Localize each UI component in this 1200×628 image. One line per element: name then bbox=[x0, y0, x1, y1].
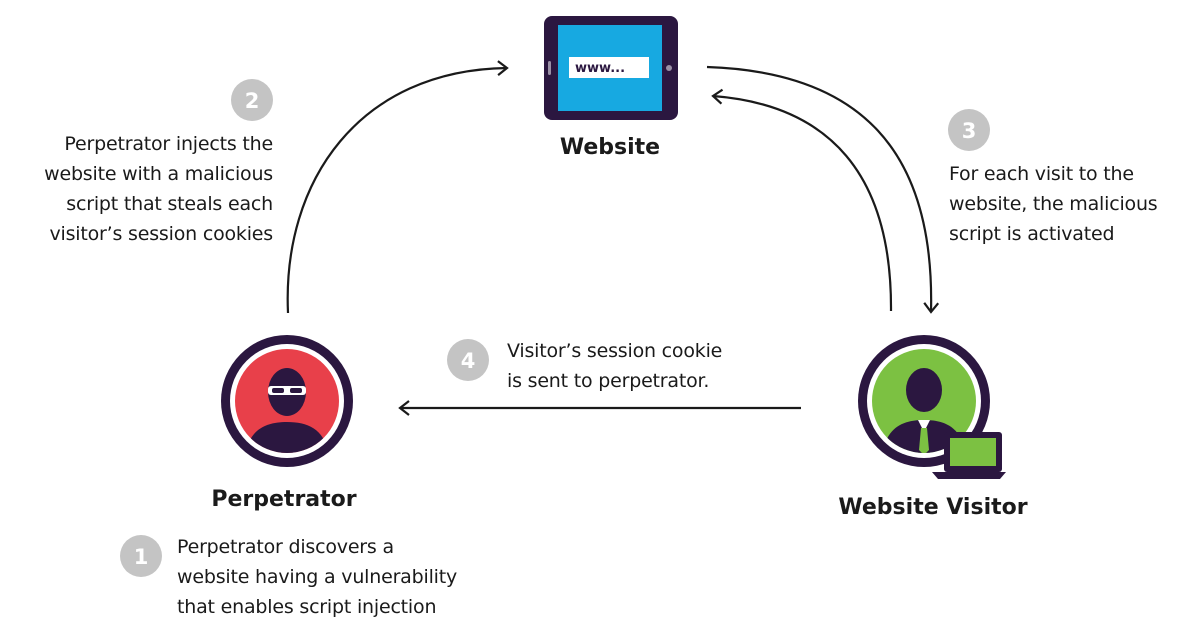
step-4-text: Visitor’s session cookie is sent to perp… bbox=[507, 340, 723, 392]
business-user-laptop-icon bbox=[858, 335, 1006, 479]
website-visitor-label: Website Visitor bbox=[838, 495, 1028, 520]
svg-text:1: 1 bbox=[134, 545, 149, 569]
step-1-text: Perpetrator discovers a website having a… bbox=[177, 536, 458, 618]
step-3-text: For each visit to the website, the malic… bbox=[949, 163, 1158, 245]
step-badge-1: 1 bbox=[120, 535, 162, 577]
svg-text:4: 4 bbox=[461, 349, 476, 373]
svg-text:3: 3 bbox=[962, 119, 977, 143]
step-badge-2: 2 bbox=[231, 79, 273, 121]
website-label: Website bbox=[559, 135, 661, 160]
inject-arrow bbox=[286, 60, 509, 314]
step-badge-3: 3 bbox=[948, 109, 990, 151]
perpetrator-label: Perpetrator bbox=[211, 487, 357, 512]
step-2-text: Perpetrator injects the website with a m… bbox=[44, 133, 273, 245]
tablet-browser-icon: www... bbox=[544, 16, 678, 120]
step-badge-4: 4 bbox=[447, 339, 489, 381]
activate-arrow bbox=[706, 65, 940, 314]
svg-text:2: 2 bbox=[245, 89, 260, 113]
visit-arrow bbox=[711, 88, 893, 312]
url-text: www... bbox=[575, 61, 625, 76]
masked-hacker-icon bbox=[221, 335, 353, 467]
